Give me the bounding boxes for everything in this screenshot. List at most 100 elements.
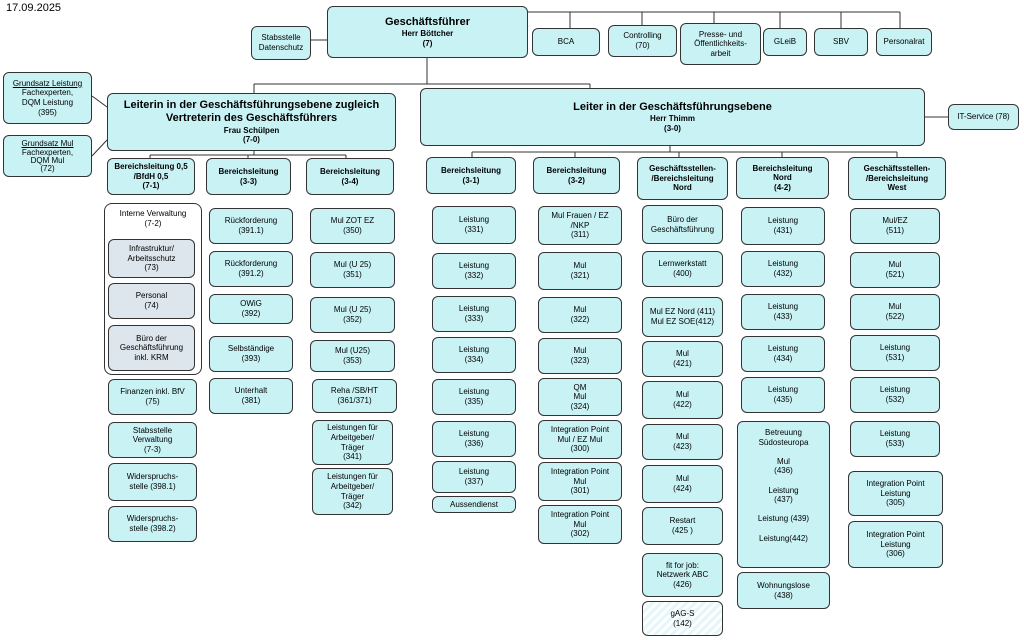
col8-item-label: Integration Point Leistung (306) (866, 530, 925, 559)
col5-item: Integration Point Mul (302) (538, 505, 622, 544)
col3-item-label: Mul (U25) (353) (334, 346, 371, 365)
col4-item-label: Leistung (335) (458, 387, 490, 406)
col7-item-label: Wohnungslose (438) (757, 580, 810, 600)
col6-item: Mul (422) (642, 381, 723, 419)
col6-item-label: Restart (425 ) (669, 516, 696, 535)
staff-datenschutz-box: Stabsstelle Datenschutz (251, 26, 311, 60)
col5-item-label: Integration Point Mul (302) (550, 510, 610, 539)
col4-item: Leistung (336) (432, 421, 516, 457)
it-service-label: IT-Service (78) (957, 112, 1010, 122)
staff-controlling-label: Controlling (70) (623, 31, 662, 50)
col4-item-label: Leistung (332) (458, 261, 490, 280)
col3-item: Leistungen für Arbeitgeber/ Träger (342) (312, 468, 393, 515)
col6-item: Restart (425 ) (642, 507, 723, 545)
col5-item: Mul Frauen / EZ /NKP (311) (538, 206, 622, 245)
col1-intern-label: Personal (74) (135, 291, 168, 310)
col1-item-label: Stabsstelle Verwaltung (7-3) (132, 425, 173, 454)
grundsatz-leistung-title: Grundsatz Leistung (12, 78, 83, 88)
col1-item-label: Widerspruchs- stelle (398.1) (126, 472, 179, 491)
col3-item: Mul (U 25) (351) (310, 252, 395, 288)
col7-item: Leistung (433) (741, 294, 825, 330)
staff-personalrat-box: Personalrat (876, 28, 932, 56)
col2-item-label: Unterhalt (381) (234, 386, 268, 405)
col7-item-label: Leistung (432) (767, 259, 799, 278)
col6-item-label: Mul (423) (673, 432, 692, 451)
col1-item: Widerspruchs- stelle (398.1) (108, 463, 197, 501)
col4-item: Leistung (331) (432, 206, 516, 244)
col7-item-label: Leistung (431) (767, 216, 799, 235)
col6-header: Geschäftsstellen- /Bereichsleitung Nord (637, 157, 728, 200)
staff-controlling-box: Controlling (70) (608, 25, 677, 57)
col7-header-label: Bereichsleitung Nord (4-2) (752, 163, 813, 192)
col3-header: Bereichsleitung (3-4) (306, 158, 394, 195)
ceo-title: Geschäftsführer (385, 15, 470, 28)
col5-item-label: Mul (321) (570, 261, 590, 280)
col1-intern-label: Büro der Geschäftsführung inkl. KRM (119, 333, 184, 362)
col2-item-label: Selbständige (393) (227, 344, 275, 363)
col1-header-label: Bereichsleitung 0,5 /BfdH 0,5 (7-1) (114, 162, 188, 191)
staff-sbv-box: SBV (814, 28, 868, 56)
ceo-box: Geschäftsführer Herr Böttcher (7) (327, 6, 528, 58)
col4-item: Leistung (334) (432, 337, 516, 373)
head-title: Leiter in der Geschäftsführungsebene (573, 100, 772, 113)
col6-item: Büro der Geschäftsführung (642, 205, 723, 244)
col6-item: Lernwerkstatt (400) (642, 251, 723, 287)
col2-item-label: Rückforderung (391.1) (224, 216, 278, 235)
staff-datenschutz-label: Stabsstelle Datenschutz (258, 33, 304, 52)
col6-item-label: gAG-S (142) (670, 608, 695, 628)
col1-intern-label: Infrastruktur/ Arbeitsschutz (73) (127, 244, 176, 273)
col7-item-label: Betreuung Südosteuropa Mul (436) Leistun… (757, 428, 810, 543)
col2-item: Rückforderung (391.1) (209, 208, 293, 244)
col7-item: Leistung (431) (741, 207, 825, 245)
col8-item: Mul/EZ (511) (850, 208, 940, 244)
col7-item-label: Leistung (435) (767, 385, 799, 404)
col4-item: Leistung (333) (432, 296, 516, 332)
col3-item: Mul ZOT EZ (350) (310, 208, 395, 244)
col8-item: Mul (521) (850, 252, 940, 288)
ceo-name: Herr Böttcher (401, 29, 454, 38)
col2-item: OWiG (392) (209, 294, 293, 324)
grundsatz-mul-box: Grundsatz Mul Fachexperten, DQM Mul (72) (3, 135, 92, 177)
staff-gleib-box: GLeiB (763, 28, 807, 56)
col1-intern-item: Infrastruktur/ Arbeitsschutz (73) (108, 239, 195, 278)
col8-item: Leistung (533) (850, 421, 940, 457)
col4-item-label: Aussendienst (449, 499, 499, 509)
col3-item: Reha /SB/HT (361/371) (312, 379, 397, 413)
grundsatz-mul-title: Grundsatz Mul (21, 139, 74, 149)
staff-presse-label: Presse- und Öffentlichkeits- arbeit (694, 29, 747, 58)
col3-item-label: Leistungen für Arbeitgeber/ Träger (341) (327, 423, 378, 462)
staff-sbv-label: SBV (832, 37, 849, 47)
col5-item-label: Mul (323) (570, 346, 590, 365)
col6-item-label: fit for job: Netzwerk ABC (426) (656, 560, 709, 589)
col4-header-label: Bereichsleitung (3-1) (440, 165, 501, 185)
col5-item-label: Integration Point Mul (301) (550, 467, 610, 496)
col3-item-label: Mul ZOT EZ (350) (330, 216, 375, 235)
col3-item-label: Reha /SB/HT (361/371) (330, 386, 379, 405)
col4-item-label: Leistung (334) (458, 345, 490, 364)
col8-item: Integration Point Leistung (305) (848, 471, 943, 516)
col8-item: Mul (522) (850, 294, 940, 330)
col5-item: Integration Point Mul (301) (538, 462, 622, 501)
col7-item: Leistung (434) (741, 336, 825, 372)
col7-header: Bereichsleitung Nord (4-2) (736, 157, 829, 199)
col2-header-label: Bereichsleitung (3-3) (218, 166, 279, 186)
interne-verwaltung-title: Interne Verwaltung (7-2) (119, 209, 187, 228)
col3-item-label: Mul (U 25) (351) (333, 260, 372, 279)
col3-item: Leistungen für Arbeitgeber/ Träger (341) (312, 420, 393, 465)
col8-header-label: Geschäftsstellen- /Bereichsleitung West (863, 164, 931, 193)
col6-item-label: Mul (422) (673, 390, 692, 409)
staff-bca-label: BCA (557, 37, 575, 47)
col5-item: Mul (321) (538, 252, 622, 290)
col3-header-label: Bereichsleitung (3-4) (319, 166, 380, 186)
col2-header: Bereichsleitung (3-3) (206, 158, 291, 195)
deputy-title: Leiterin in der Geschäftsführungsebene z… (123, 99, 380, 125)
col7-item: Wohnungslose (438) (737, 572, 830, 609)
col1-item-label: Finanzen inkl. BfV (75) (120, 387, 185, 406)
grundsatz-mul-text: Fachexperten, DQM Mul (72) (21, 147, 74, 173)
col6-item: Mul EZ Nord (411) Mul EZ SOE(412) (642, 297, 723, 337)
col6-item: Mul (423) (642, 424, 723, 460)
col7-item-label: Leistung (434) (767, 344, 799, 363)
col4-item-label: Leistung (331) (458, 215, 490, 234)
col5-item-label: QM Mul (324) (570, 382, 590, 411)
